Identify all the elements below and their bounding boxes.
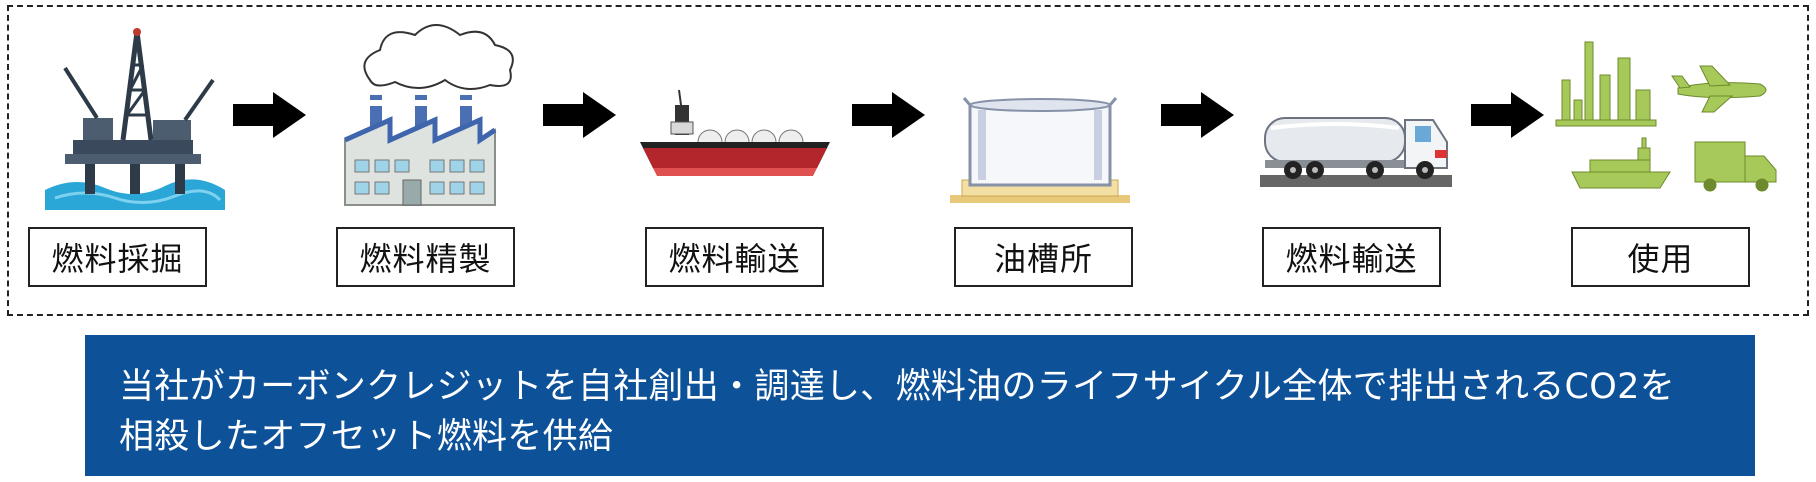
arrow-right-icon (852, 92, 927, 138)
ship-icon (1572, 138, 1670, 188)
airplane-icon (1672, 66, 1766, 112)
end-use-icons (1550, 20, 1790, 220)
stage-transport-truck (1255, 20, 1475, 230)
summary-banner: 当社がカーボンクレジットを自社創出・調達し、燃料油のライフサイクル全体で排出され… (85, 335, 1755, 476)
arrow-right-icon (1471, 92, 1546, 138)
storage-tank-icon (940, 20, 1140, 220)
truck-icon (1695, 142, 1776, 191)
stage-oil-extraction (35, 20, 255, 230)
stage-label: 燃料採掘 (28, 227, 207, 287)
banner-line-2: 相殺したオフセット燃料を供給 (119, 412, 1755, 462)
arrow-right-icon (1161, 92, 1236, 138)
stage-label: 燃料精製 (336, 227, 515, 287)
tanker-truck-icon (1255, 20, 1455, 220)
stage-label: 使用 (1571, 227, 1750, 287)
stage-refining (335, 20, 555, 230)
factory-icon (1556, 42, 1656, 126)
stage-transport-ship (635, 20, 855, 230)
process-flow-frame (7, 5, 1809, 316)
stage-oil-depot (940, 20, 1160, 230)
refinery-factory-icon (335, 20, 555, 220)
stage-label: 油槽所 (954, 227, 1133, 287)
stage-end-use (1550, 20, 1770, 230)
banner-line-1: 当社がカーボンクレジットを自社創出・調達し、燃料油のライフサイクル全体で排出され… (119, 362, 1755, 412)
stage-label: 燃料輸送 (645, 227, 824, 287)
oil-platform-icon (35, 20, 235, 220)
arrow-right-icon (543, 92, 618, 138)
arrow-right-icon (233, 92, 308, 138)
stage-label: 燃料輸送 (1262, 227, 1441, 287)
tanker-ship-icon (635, 20, 835, 220)
